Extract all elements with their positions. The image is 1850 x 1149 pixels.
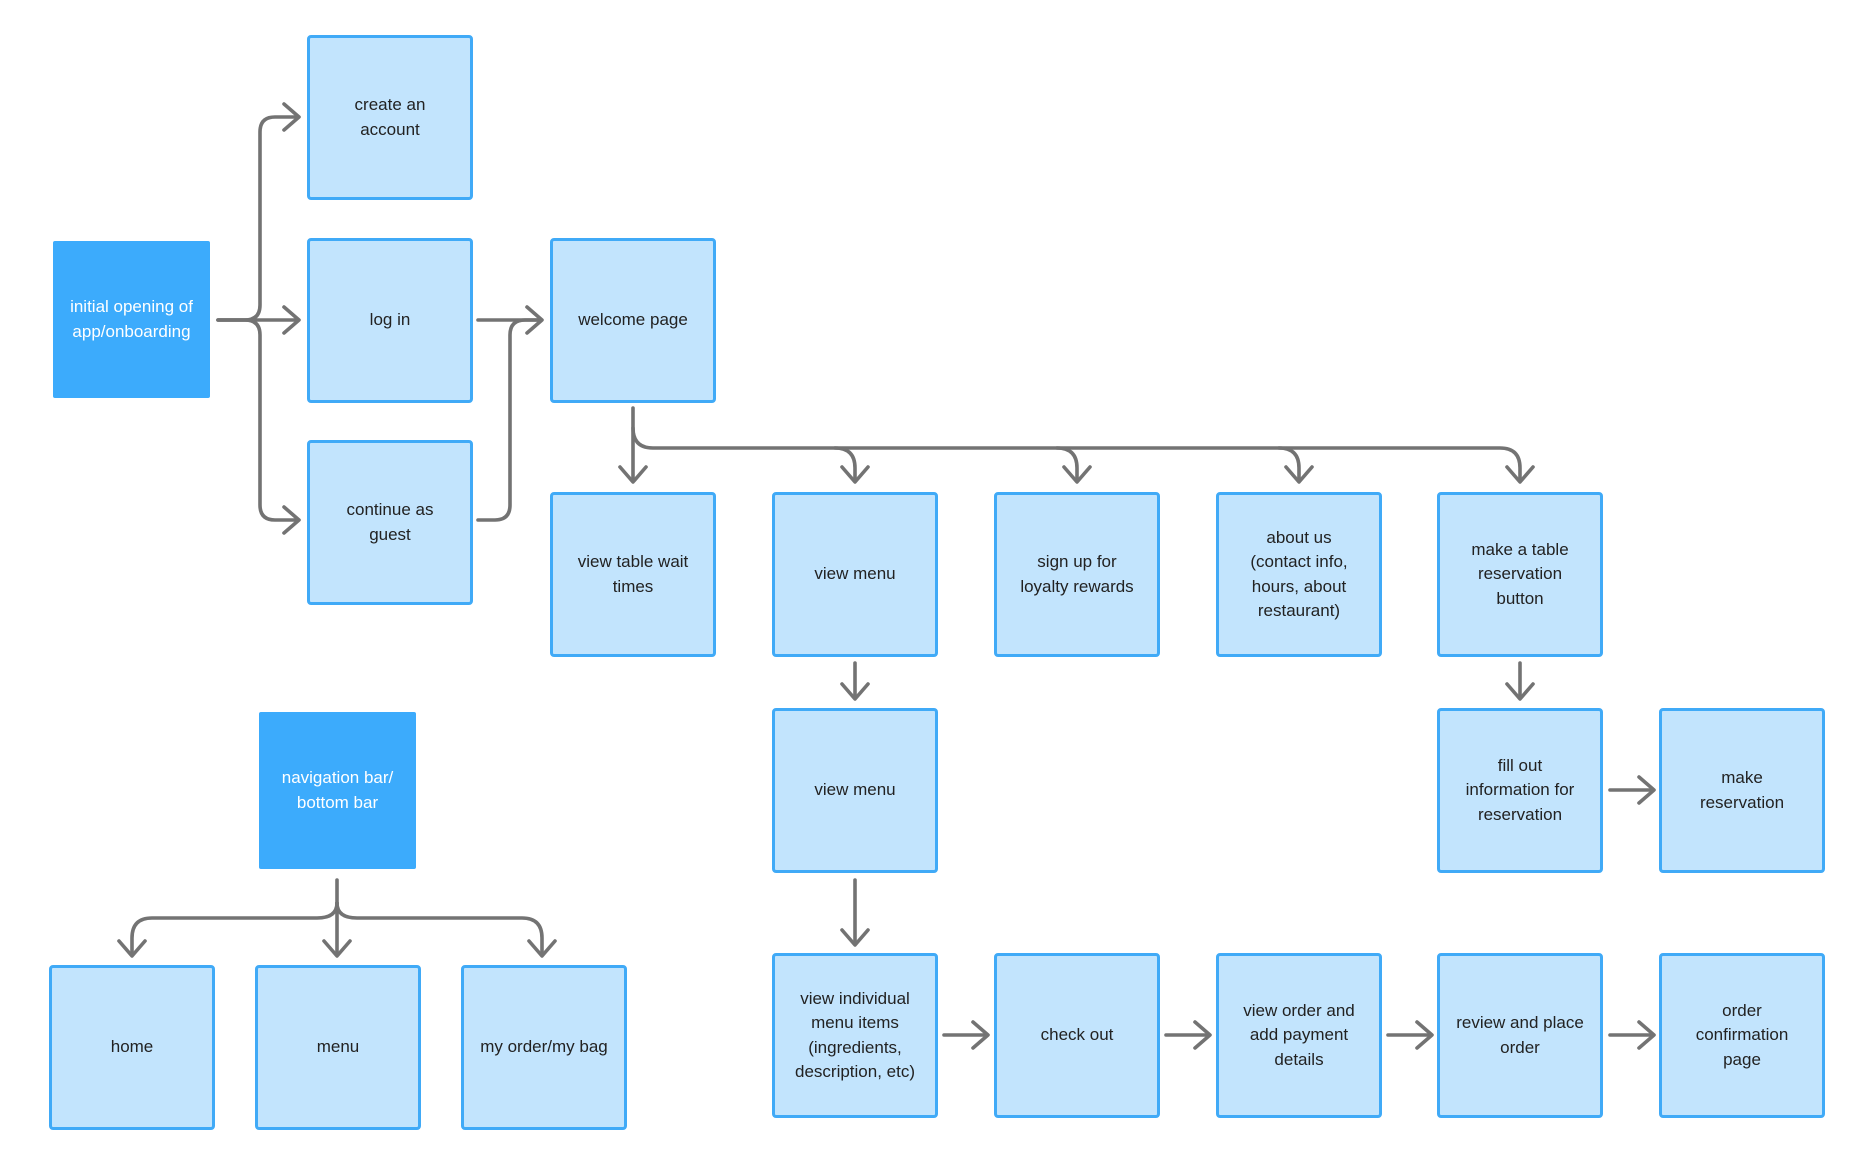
- arrowhead-about: [1284, 465, 1314, 484]
- arrowhead-view-menu-2: [840, 682, 870, 701]
- arrowhead-welcome: [525, 305, 544, 335]
- node-fill-out-reservation: fill out information for reservation: [1437, 708, 1603, 873]
- edge-welcome-to-about: [1277, 446, 1301, 482]
- node-view-table-wait-times: view table wait times: [550, 492, 716, 657]
- arrowhead-menu-items: [840, 928, 870, 947]
- node-create-account: create an account: [307, 35, 473, 200]
- arrowhead-fill-out: [1505, 682, 1535, 701]
- node-initial-opening: initial opening of app/onboarding: [53, 241, 210, 398]
- node-loyalty-rewards: sign up for loyalty rewards: [994, 492, 1160, 657]
- node-view-individual-menu-items: view individual menu items (ingredients,…: [772, 953, 938, 1118]
- arrowhead-login: [282, 305, 301, 335]
- node-log-in: log in: [307, 238, 473, 403]
- arrowhead-create-account: [282, 102, 301, 132]
- node-make-reservation: make reservation: [1659, 708, 1825, 873]
- edge-navbar-to-home: [130, 901, 339, 956]
- arrowhead-make-reservation: [1637, 775, 1656, 805]
- node-menu: menu: [255, 965, 421, 1130]
- arrowhead-my-order: [527, 939, 557, 958]
- arrowhead-confirmation: [1637, 1020, 1656, 1050]
- node-check-out: check out: [994, 953, 1160, 1118]
- node-view-menu-2: view menu: [772, 708, 938, 873]
- arrowhead-review: [1415, 1020, 1434, 1050]
- node-order-confirmation: order confirmation page: [1659, 953, 1825, 1118]
- arrowhead-menu: [322, 939, 352, 958]
- arrowhead-home: [117, 939, 147, 958]
- node-home: home: [49, 965, 215, 1130]
- node-reservation-button: make a table reservation button: [1437, 492, 1603, 657]
- arrowhead-payment: [1193, 1020, 1212, 1050]
- arrowhead-guest: [282, 505, 301, 535]
- arrowhead-view-menu: [840, 465, 870, 484]
- edge-welcome-to-view-menu: [833, 446, 857, 482]
- edge-welcome-to-loyalty: [1055, 446, 1079, 482]
- node-view-menu: view menu: [772, 492, 938, 657]
- arrowhead-checkout: [971, 1020, 990, 1050]
- node-my-order: my order/my bag: [461, 965, 627, 1130]
- node-continue-as-guest: continue as guest: [307, 440, 473, 605]
- arrowhead-wait-times: [618, 465, 648, 484]
- node-review-place-order: review and place order: [1437, 953, 1603, 1118]
- node-navigation-bar: navigation bar/ bottom bar: [259, 712, 416, 869]
- node-payment-details: view order and add payment details: [1216, 953, 1382, 1118]
- arrowhead-loyalty: [1062, 465, 1092, 484]
- edge-navbar-to-my-order: [335, 901, 544, 956]
- edge-guest-to-welcome: [476, 318, 542, 522]
- node-about-us: about us (contact info, hours, about res…: [1216, 492, 1382, 657]
- node-welcome-page: welcome page: [550, 238, 716, 403]
- edge-initial-to-create-account: [216, 115, 299, 322]
- arrowhead-reservation-button: [1505, 465, 1535, 484]
- edge-initial-to-guest: [216, 318, 299, 522]
